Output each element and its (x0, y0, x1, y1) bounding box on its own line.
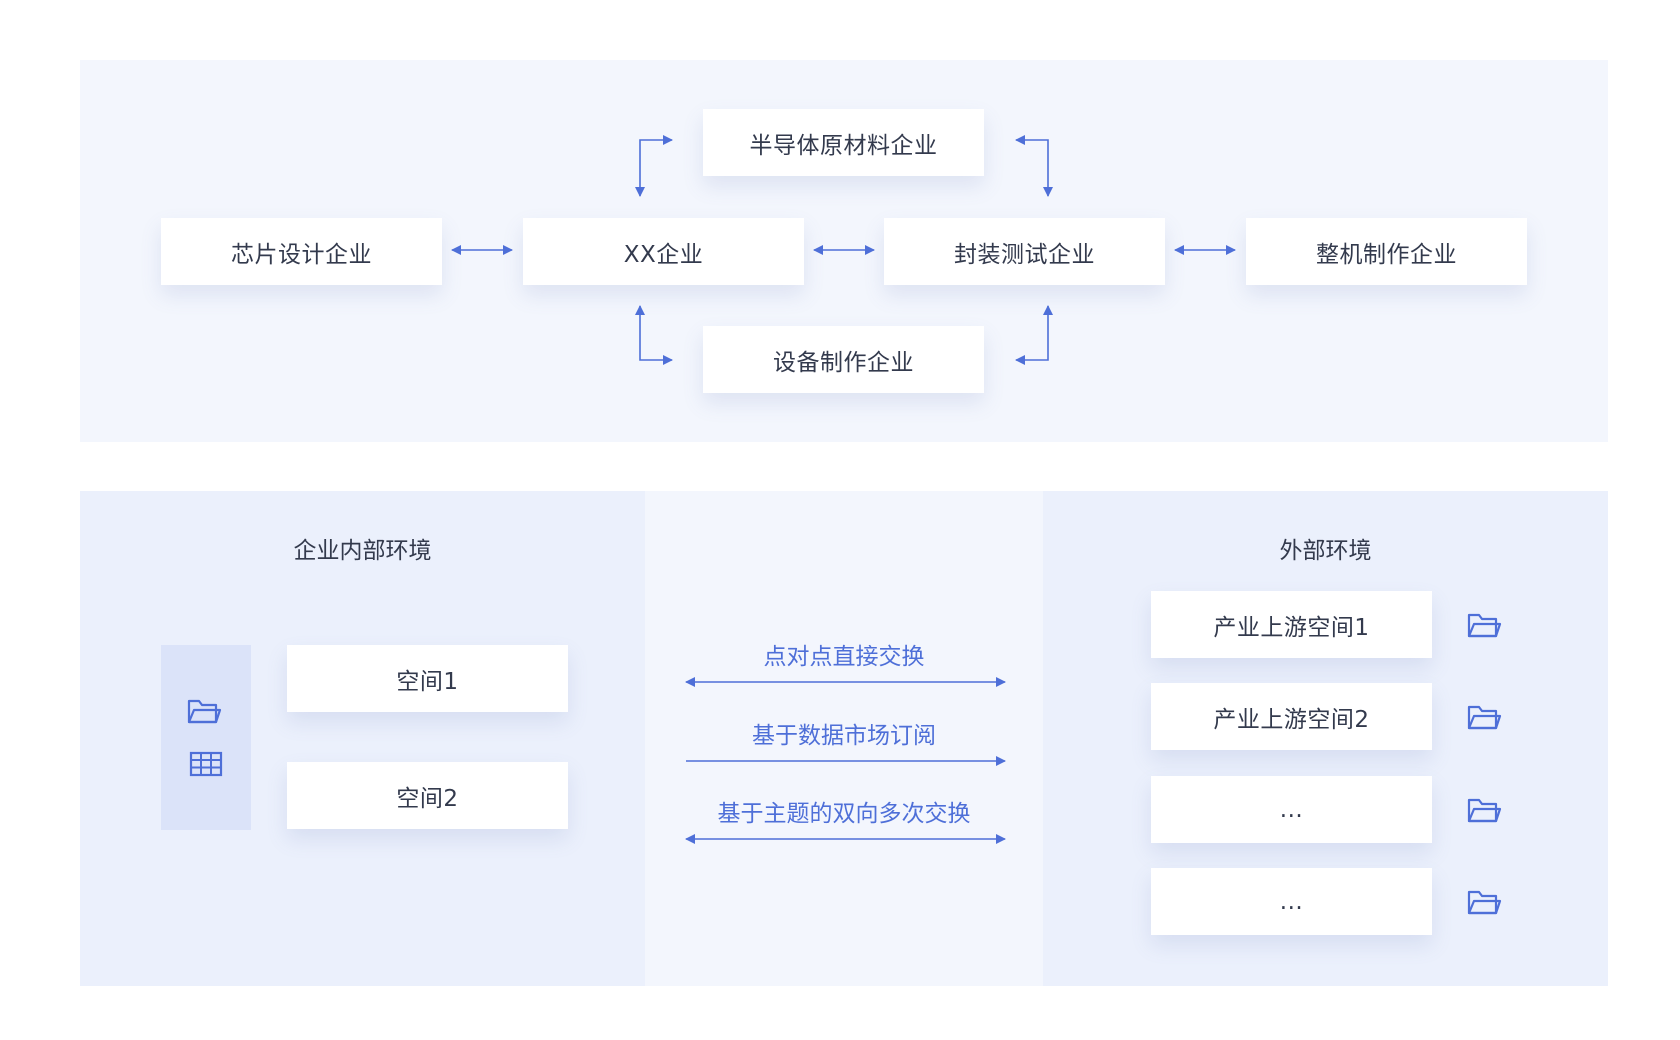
external-space-upstream-1[interactable]: 产业上游空间1 (1151, 591, 1432, 658)
exchange-methods-panel (645, 491, 1043, 986)
node-chip-design-enterprise: 芯片设计企业 (161, 218, 442, 285)
node-raw-material-enterprise: 半导体原材料企业 (703, 109, 984, 176)
internal-environment-title: 企业内部环境 (293, 538, 432, 564)
folder-icon (187, 699, 222, 724)
folder-icon[interactable] (1466, 702, 1502, 732)
node-packaging-testing-enterprise: 封装测试企业 (884, 218, 1165, 285)
exchange-p2p-label: 点对点直接交换 (763, 644, 925, 670)
folder-icon[interactable] (1466, 887, 1502, 917)
external-space-more-1[interactable]: ... (1151, 776, 1432, 843)
external-environment-title: 外部环境 (1279, 538, 1372, 564)
node-equipment-enterprise: 设备制作企业 (703, 326, 984, 393)
node-xx-enterprise: XX企业 (523, 218, 804, 285)
table-icon (189, 751, 223, 777)
resource-type-strip (161, 645, 251, 830)
internal-space-1[interactable]: 空间1 (287, 645, 568, 712)
exchange-subscribe-label: 基于数据市场订阅 (752, 723, 936, 749)
external-space-upstream-2[interactable]: 产业上游空间2 (1151, 683, 1432, 750)
internal-space-2[interactable]: 空间2 (287, 762, 568, 829)
folder-icon[interactable] (1466, 610, 1502, 640)
exchange-topic-label: 基于主题的双向多次交换 (717, 801, 971, 827)
folder-icon[interactable] (1466, 795, 1502, 825)
node-whole-machine-enterprise: 整机制作企业 (1246, 218, 1527, 285)
external-space-more-2[interactable]: ... (1151, 868, 1432, 935)
